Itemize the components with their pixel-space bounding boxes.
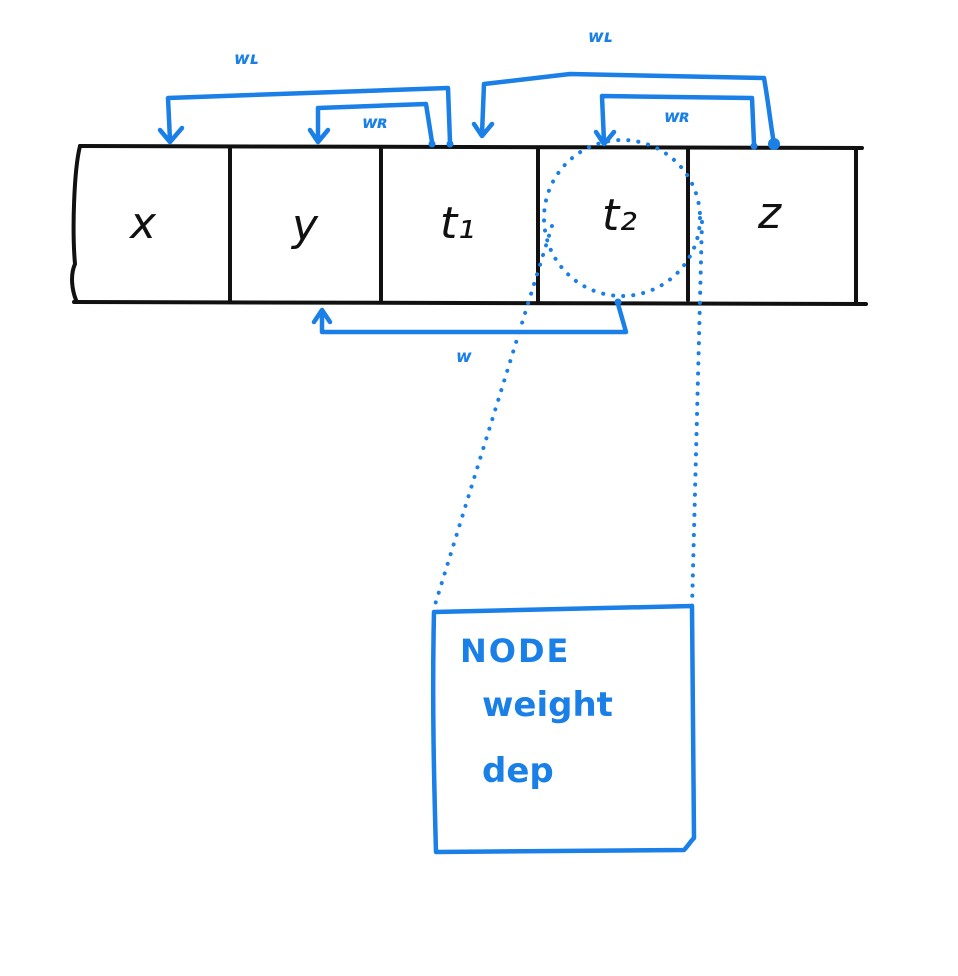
node-detail-box: NODE weight dep	[430, 603, 697, 855]
edge-origin-dot-t2	[614, 298, 622, 306]
array-left-edge	[70, 144, 82, 302]
edge-origin-dot-zb	[768, 138, 780, 150]
array-strip	[70, 144, 868, 306]
edge-label-wr-left: wʀ	[362, 113, 389, 133]
edge-t2-to-y	[319, 301, 629, 335]
node-field-dep: dep	[482, 751, 554, 791]
cell-label-x: x	[128, 198, 157, 249]
zoom-line-right	[690, 220, 704, 610]
edge-label-wr-right: wʀ	[664, 107, 691, 127]
edge-origin-dot-t1b	[446, 140, 454, 148]
arrowhead-t2-icon	[593, 129, 617, 147]
arrowhead-y-bottom-icon	[311, 307, 333, 325]
edge-label-w-bottom: w	[456, 347, 472, 367]
edge-origin-dot-za	[750, 142, 758, 150]
cell-label-t2: t₂	[602, 190, 637, 241]
arrowhead-x-icon	[157, 125, 185, 145]
zoom-circle	[542, 138, 702, 298]
edge-z-to-t1	[479, 71, 777, 147]
array-bottom-border	[72, 300, 868, 306]
arrowhead-t1-icon	[471, 121, 495, 139]
cell-label-z: z	[757, 188, 782, 239]
node-field-weight: weight	[482, 685, 613, 725]
edge-bottom: w	[311, 298, 629, 367]
edges-from-t1: wʟ wʀ	[157, 49, 454, 148]
edges-from-z: wʟ wʀ	[471, 27, 780, 150]
edge-t1-to-x	[165, 85, 453, 145]
edge-label-wl-left: wʟ	[234, 49, 259, 69]
cell-label-y: y	[290, 200, 319, 251]
cell-labels: x y t₁ t₂ z	[128, 188, 782, 251]
arrowhead-y-icon	[307, 127, 331, 145]
node-box-border	[430, 603, 697, 855]
edge-origin-dot-t1a	[428, 140, 436, 148]
array-top-border	[78, 144, 864, 150]
edge-z-to-t2	[599, 93, 757, 147]
edge-t1-to-y	[315, 101, 435, 145]
cell-label-t1: t₁	[440, 198, 475, 249]
edge-label-wl-right: wʟ	[588, 27, 613, 47]
zoom-line-left	[432, 224, 554, 610]
zoom-projection	[432, 138, 704, 610]
node-title: NODE	[460, 632, 570, 670]
